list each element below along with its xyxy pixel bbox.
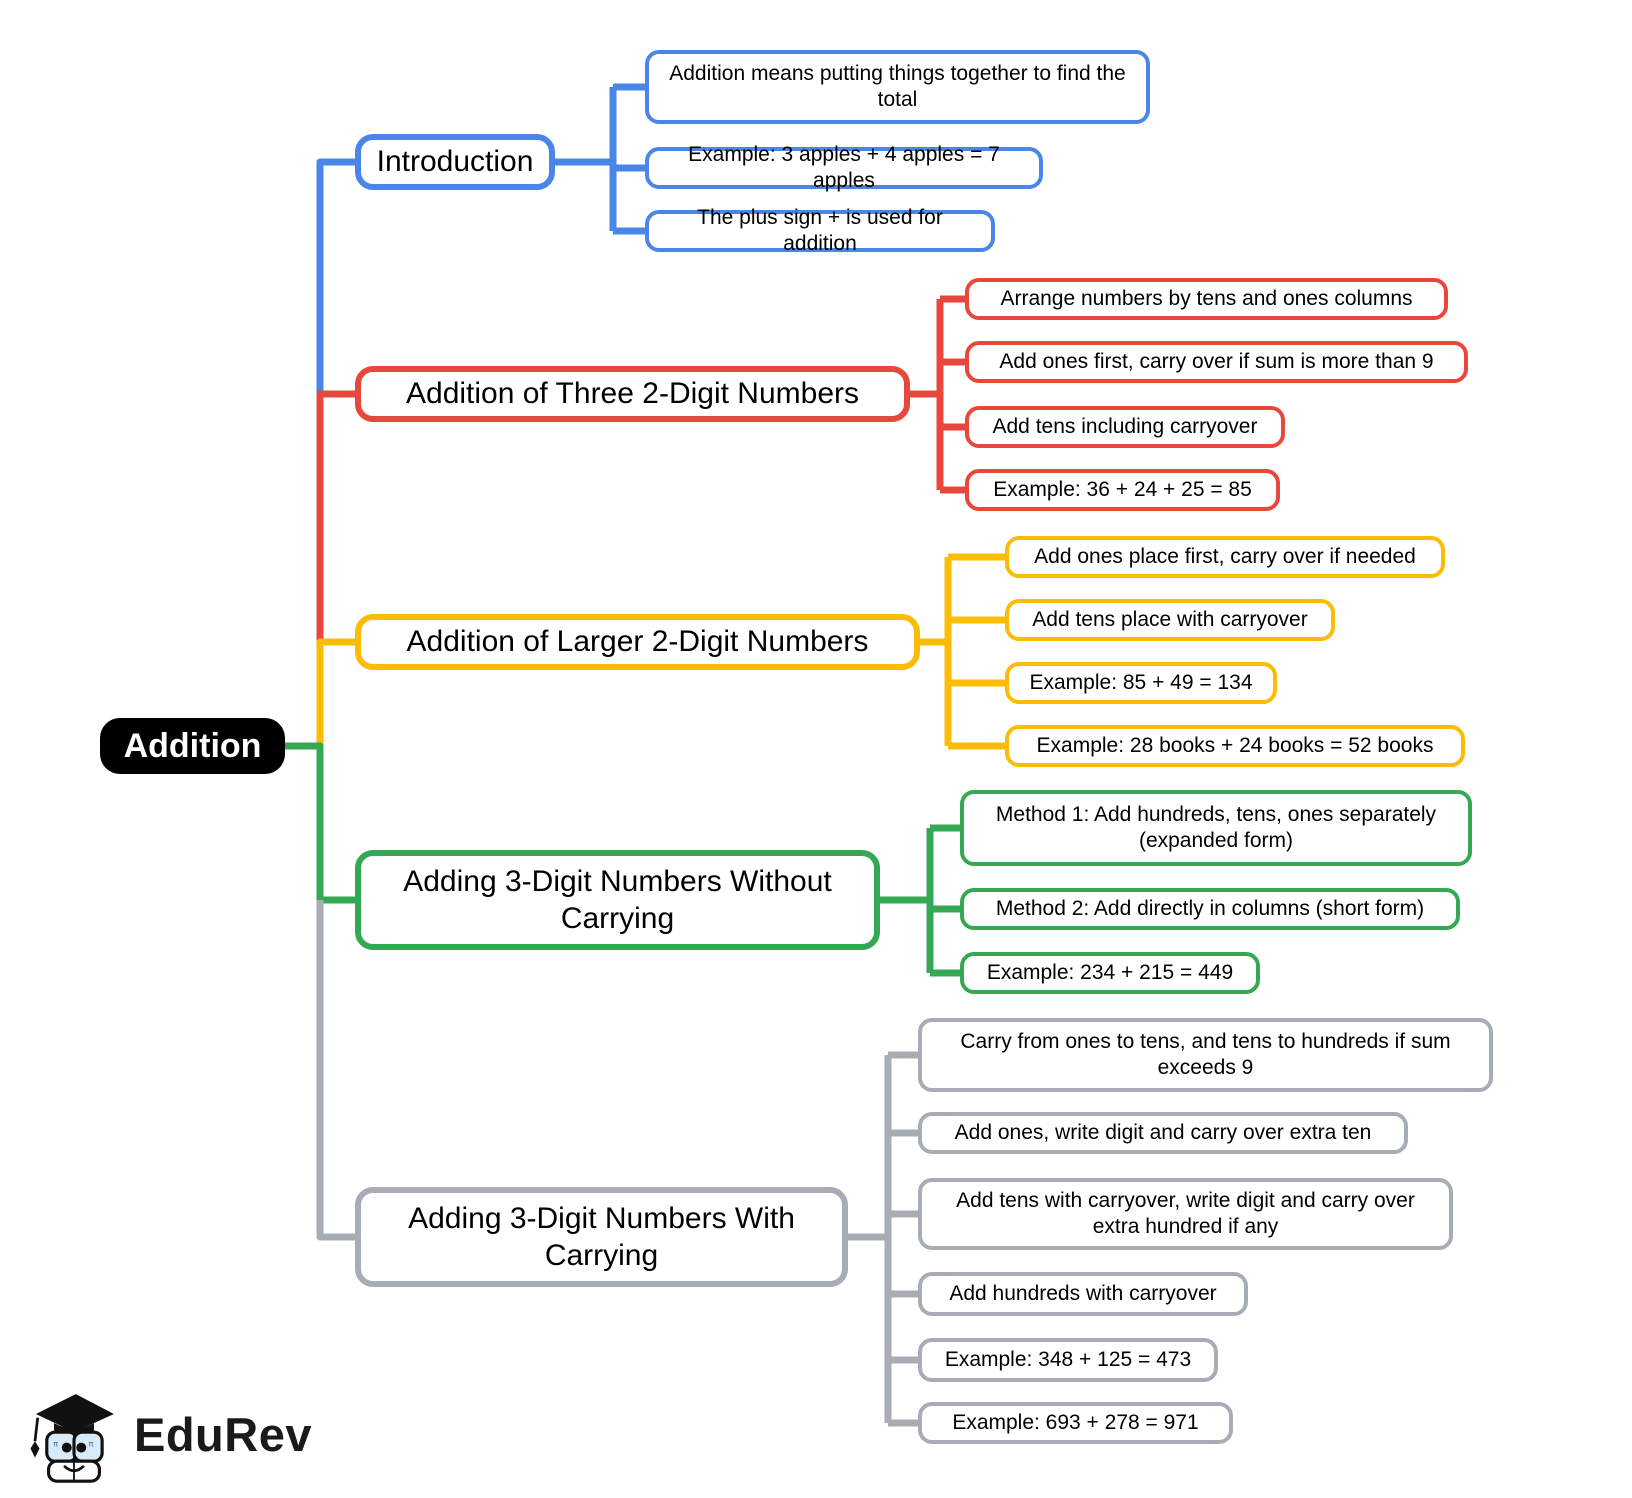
connector-introduction xyxy=(316,83,645,394)
child-node[interactable]: Add tens including carryover xyxy=(965,406,1285,448)
branch-node-with-carrying[interactable]: Adding 3-Digit Numbers With Carrying xyxy=(355,1187,848,1287)
child-node[interactable]: Example: 85 + 49 = 134 xyxy=(1005,662,1277,704)
branch-node-introduction[interactable]: Introduction xyxy=(355,134,555,190)
connector-without-carrying xyxy=(285,742,960,977)
child-node[interactable]: Example: 28 books + 24 books = 52 books xyxy=(1005,725,1465,767)
child-node[interactable]: Example: 693 + 278 = 971 xyxy=(918,1402,1233,1444)
child-node[interactable]: Add ones first, carry over if sum is mor… xyxy=(965,341,1468,383)
branch-node-three-2digit[interactable]: Addition of Three 2-Digit Numbers xyxy=(355,366,910,422)
svg-text:π: π xyxy=(89,1439,94,1449)
connector-three-2digit xyxy=(316,295,965,642)
connector-with-carrying xyxy=(316,900,918,1427)
child-node[interactable]: Example: 36 + 24 + 25 = 85 xyxy=(965,469,1280,511)
child-node[interactable]: Example: 348 + 125 = 473 xyxy=(918,1338,1218,1382)
child-node[interactable]: Method 1: Add hundreds, tens, ones separ… xyxy=(960,790,1472,866)
root-node-addition[interactable]: Addition xyxy=(100,718,285,774)
branch-node-larger-2digit[interactable]: Addition of Larger 2-Digit Numbers xyxy=(355,614,920,670)
branch-node-without-carrying[interactable]: Adding 3-Digit Numbers Without Carrying xyxy=(355,850,880,950)
edurev-mascot-icon: π π xyxy=(30,1394,114,1483)
connector-larger-2digit xyxy=(316,553,1005,750)
child-node[interactable]: Method 2: Add directly in columns (short… xyxy=(960,888,1460,930)
child-node[interactable]: Carry from ones to tens, and tens to hun… xyxy=(918,1018,1493,1092)
child-node[interactable]: Addition means putting things together t… xyxy=(645,50,1150,124)
child-node[interactable]: Arrange numbers by tens and ones columns xyxy=(965,278,1448,320)
edurev-logo-text: EduRev xyxy=(134,1407,312,1461)
svg-text:π: π xyxy=(53,1439,58,1449)
child-node[interactable]: Add ones place first, carry over if need… xyxy=(1005,536,1445,578)
child-node[interactable]: Add ones, write digit and carry over ext… xyxy=(918,1112,1408,1154)
child-node[interactable]: Add tens place with carryover xyxy=(1005,599,1335,641)
child-node[interactable]: Add tens with carryover, write digit and… xyxy=(918,1178,1453,1250)
child-node[interactable]: Add hundreds with carryover xyxy=(918,1272,1248,1316)
edurev-logo: π π EduRev xyxy=(28,1385,312,1483)
child-node[interactable]: Example: 3 apples + 4 apples = 7 apples xyxy=(645,143,1043,192)
child-node[interactable]: Example: 234 + 215 = 449 xyxy=(960,952,1260,994)
child-node[interactable]: The plus sign + is used for addition xyxy=(645,206,995,255)
